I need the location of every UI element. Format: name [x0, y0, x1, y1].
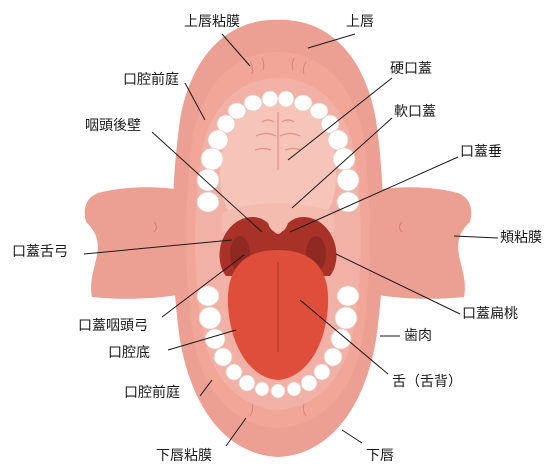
label-pharynx-wall: 咽頭後壁 — [85, 118, 141, 134]
label-gum: 歯肉 — [404, 328, 432, 344]
label-cheek-mucosa: 頬粘膜 — [500, 230, 542, 246]
label-lower-lip-mucosa: 下唇粘膜 — [156, 448, 212, 464]
label-upper-lip: 上唇 — [346, 14, 374, 30]
label-hard-palate: 硬口蓋 — [390, 61, 432, 77]
label-palatopharyngeal-arch: 口蓋咽頭弓 — [78, 318, 148, 334]
label-mouth-floor: 口腔底 — [108, 345, 150, 361]
label-palatoglossal-arch: 口蓋舌弓 — [12, 244, 68, 260]
label-soft-palate: 軟口蓋 — [394, 104, 436, 120]
label-uvula: 口蓋垂 — [460, 144, 502, 160]
label-tonsil: 口蓋扁桃 — [462, 306, 518, 322]
label-tongue: 舌（舌背） — [392, 374, 462, 390]
label-lower-lip: 下唇 — [366, 448, 394, 464]
label-vestibule-lower: 口腔前庭 — [124, 385, 180, 401]
label-vestibule-upper: 口腔前庭 — [123, 72, 179, 88]
label-upper-lip-mucosa: 上唇粘膜 — [184, 14, 240, 30]
